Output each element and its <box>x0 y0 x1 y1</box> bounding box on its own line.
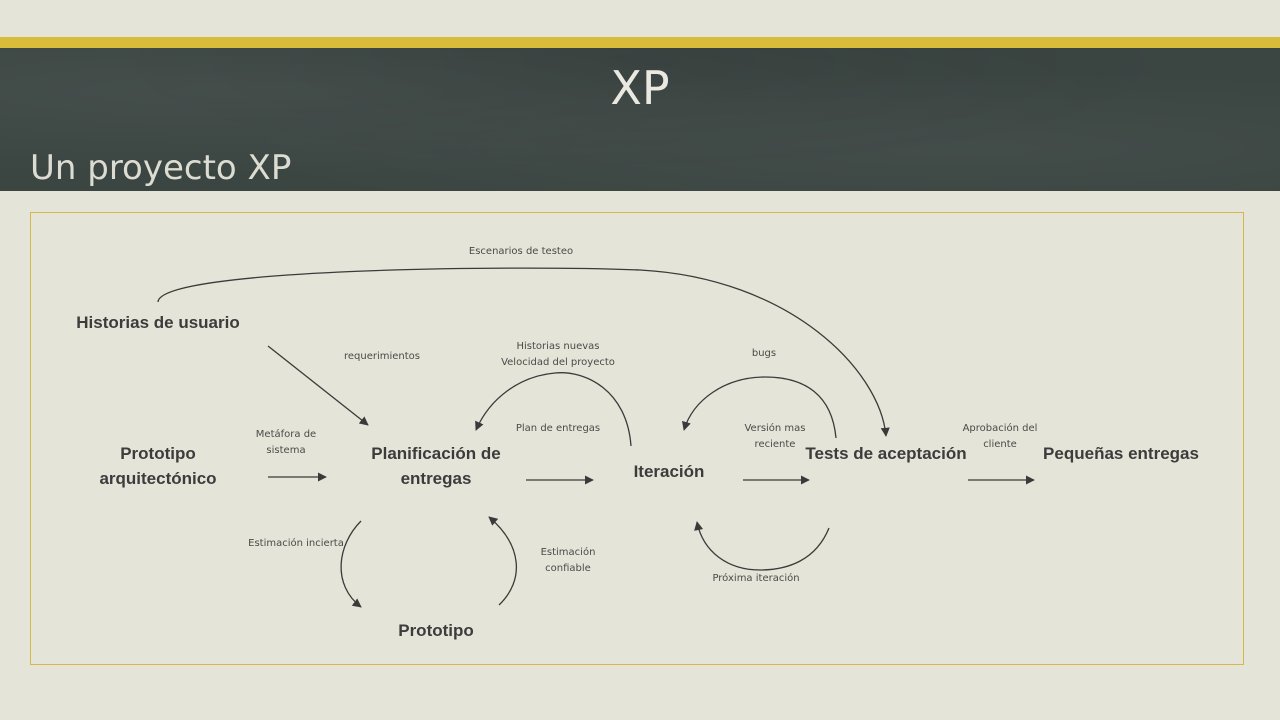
node-tests-aceptacion: Tests de aceptación <box>805 444 967 463</box>
node-historias-usuario: Historias de usuario <box>76 313 240 332</box>
label-aprobacion-cliente: Aprobación del cliente <box>963 421 1038 453</box>
node-pequenas-entregas: Pequeñas entregas <box>1043 444 1199 463</box>
node-planificacion-line1: Planificación de <box>371 444 501 463</box>
label-version-line1: Versión mas <box>744 423 806 434</box>
label-metafora-line1: Metáfora de <box>255 429 317 440</box>
arrow-escenarios <box>157 267 890 437</box>
node-prototipo-arquitectonico-line2: arquitectónico <box>99 469 217 488</box>
label-requerimientos: requerimientos <box>343 351 421 362</box>
label-estimacion-confiable-line2: confiable <box>545 563 591 574</box>
arrow-historias-nuevas <box>475 372 632 447</box>
label-proxima-iteracion: Próxima iteración <box>712 573 800 584</box>
arrow-requerimientos <box>267 345 369 426</box>
node-prototipo: Prototipo <box>398 621 474 640</box>
slide-subtitle: Un proyecto XP <box>30 148 292 188</box>
node-planificacion-line2: entregas <box>400 469 472 488</box>
label-aprobacion-line2: cliente <box>983 439 1017 450</box>
label-plan-entregas: Plan de entregas <box>515 423 601 434</box>
node-prototipo-arquitectonico: Prototipo arquitectónico <box>99 441 216 491</box>
node-prototipo-arquitectonico-line1: Prototipo <box>120 444 196 463</box>
label-metafora-sistema: Metáfora de sistema <box>256 427 316 459</box>
label-estimacion-confiable-line1: Estimación <box>540 547 596 558</box>
label-version-line2: reciente <box>754 439 796 450</box>
label-estimacion-confiable: Estimación confiable <box>541 545 596 577</box>
arrow-proxima <box>694 521 830 571</box>
diagram-frame <box>30 212 1244 665</box>
arrow-estimacion-confiable <box>488 516 518 606</box>
label-historias-nuevas-line2: Velocidad del proyecto <box>501 357 615 368</box>
label-version-reciente: Versión mas reciente <box>744 421 805 453</box>
accent-bar <box>0 37 1280 48</box>
arrow-estimacion-incierta <box>340 520 362 608</box>
label-aprobacion-line1: Aprobación del <box>962 423 1038 434</box>
label-bugs: bugs <box>751 348 777 359</box>
label-metafora-line2: sistema <box>266 445 306 456</box>
arrow-bugs <box>682 376 837 439</box>
slide-header <box>0 48 1280 191</box>
slide-title: XP <box>610 61 670 115</box>
label-estimacion-incierta: Estimación incierta <box>248 538 344 549</box>
node-iteracion: Iteración <box>633 462 705 481</box>
node-planificacion-entregas: Planificación de entregas <box>371 441 500 491</box>
label-historias-nuevas-line1: Historias nuevas <box>516 341 600 352</box>
label-escenarios-testeo: Escenarios de testeo <box>468 246 574 257</box>
label-historias-nuevas: Historias nuevas Velocidad del proyecto <box>501 339 615 371</box>
